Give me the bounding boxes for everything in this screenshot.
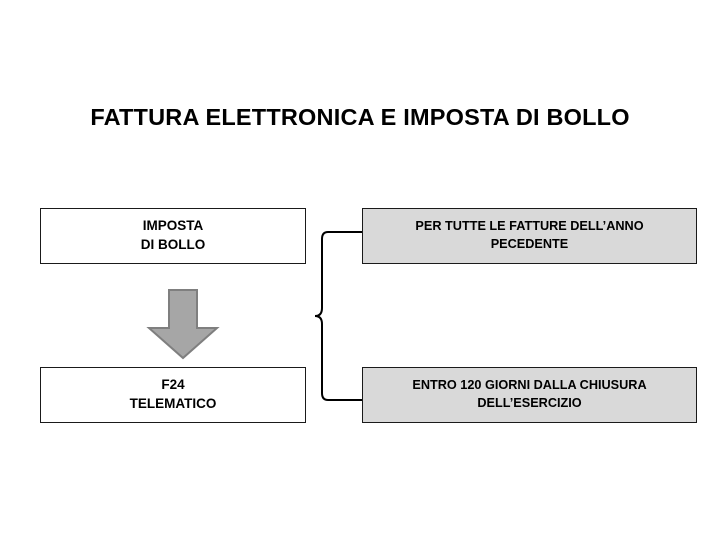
flow-box-line: PECEDENTE bbox=[490, 237, 569, 251]
flow-box-f24-telematico[interactable]: F24 TELEMATICO bbox=[40, 367, 306, 423]
flow-box-line: ENTRO 120 GIORNI DALLA CHIUSURA bbox=[412, 378, 647, 393]
flow-box-line: TELEMATICO bbox=[129, 396, 217, 411]
flow-box-line: F24 bbox=[161, 377, 185, 393]
flow-box-line: DELL’ESERCIZIO bbox=[477, 396, 582, 410]
flow-box-line: DI BOLLO bbox=[140, 237, 206, 252]
flow-box-line: PER TUTTE LE FATTURE DELL’ANNO bbox=[415, 219, 644, 234]
page-title: FATTURA ELETTRONICA E IMPOSTA DI BOLLO bbox=[90, 104, 630, 130]
flow-box-imposta-di-bollo[interactable]: IMPOSTA DI BOLLO bbox=[40, 208, 306, 264]
curly-brace-icon bbox=[314, 231, 362, 401]
flow-box-line: IMPOSTA bbox=[142, 218, 204, 234]
flow-box-entro-120-giorni[interactable]: ENTRO 120 GIORNI DALLA CHIUSURA DELL’ESE… bbox=[362, 367, 697, 423]
flow-box-anno-precedente[interactable]: PER TUTTE LE FATTURE DELL’ANNO PECEDENTE bbox=[362, 208, 697, 264]
arrow-down-icon bbox=[146, 289, 220, 360]
